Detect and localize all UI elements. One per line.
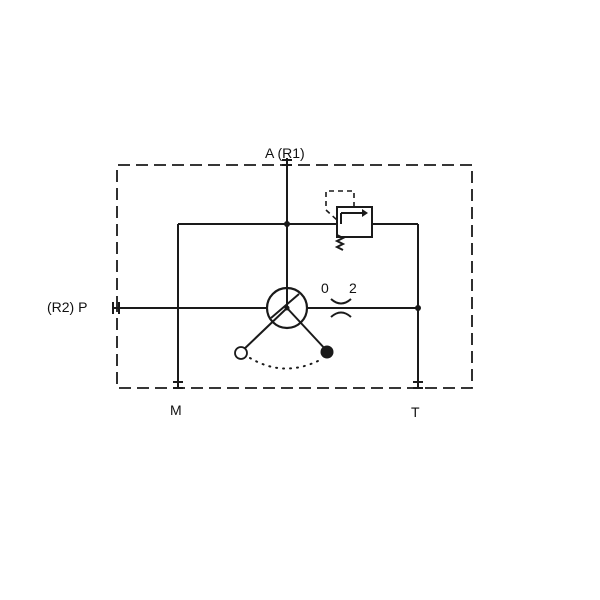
pilot-line: [325, 190, 355, 221]
relief-valve-box: [336, 206, 373, 238]
port-a-label: A (R1): [265, 145, 305, 161]
port-m-label: M: [170, 402, 182, 418]
throttle-arc-bottom: [330, 311, 352, 318]
throttle-arc-top: [330, 298, 352, 305]
selector-travel-arc: [249, 357, 321, 370]
selector-bar: [270, 293, 300, 319]
junction-dot-right: [415, 305, 421, 311]
selector-position-on: [320, 345, 334, 359]
selector-lever-left: [240, 307, 288, 353]
throttle-max-label: 2: [349, 280, 357, 296]
selector-position-off: [234, 346, 248, 360]
relief-spring: [334, 234, 346, 251]
selector-lever-right: [286, 307, 328, 352]
pressure-relief-valve: [325, 190, 373, 251]
relief-arrow-head: [362, 209, 368, 217]
adjustable-throttle: [330, 298, 352, 318]
throttle-min-label: 0: [321, 280, 329, 296]
port-p-label: (R2) P: [47, 299, 87, 315]
port-t-label: T: [411, 404, 420, 420]
rotary-selector-valve: [234, 286, 334, 370]
junction-dot-top: [284, 221, 290, 227]
valve-body-outline: [116, 164, 473, 389]
